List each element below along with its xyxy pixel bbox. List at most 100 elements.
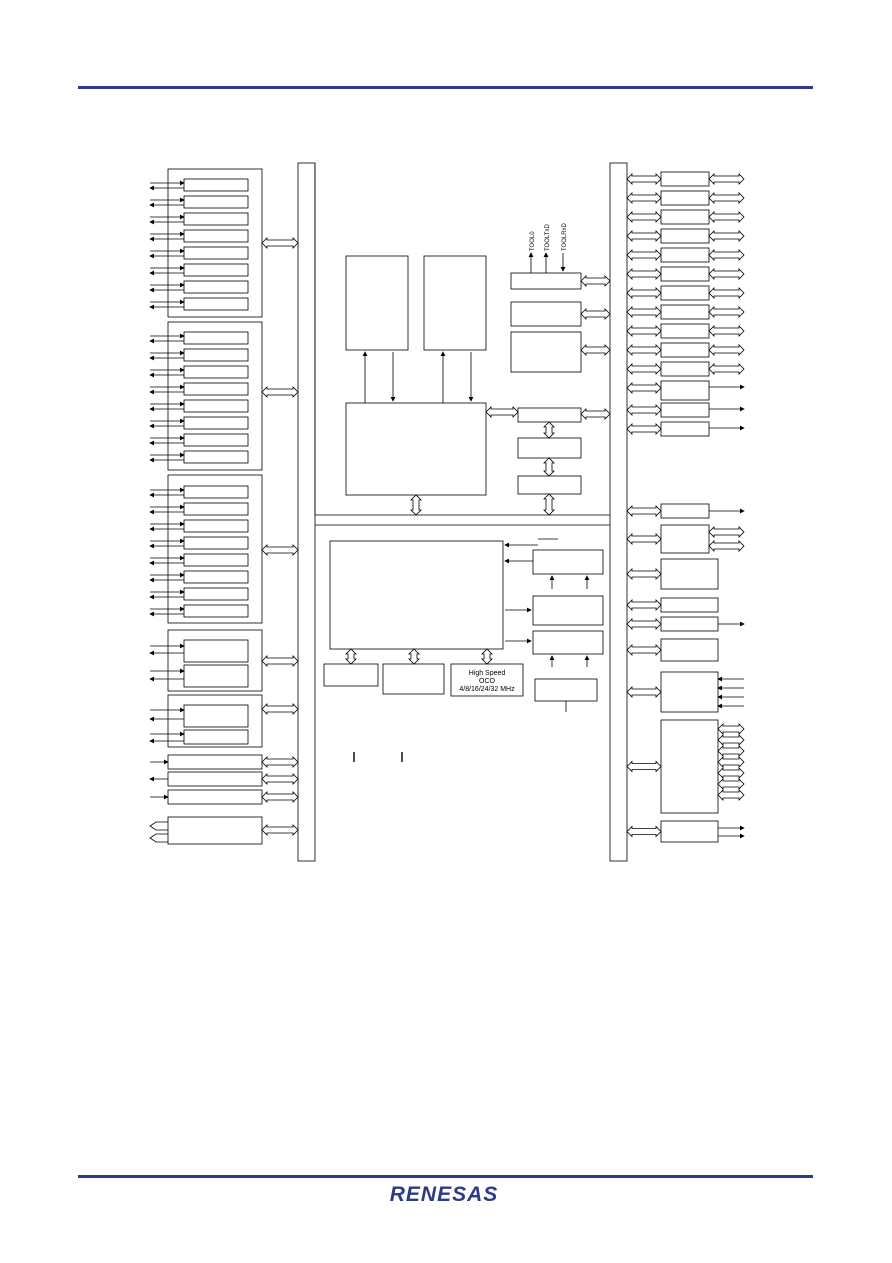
bus-connector-arrow <box>261 824 299 836</box>
external-pin-arrow <box>717 745 745 757</box>
bus-connector-arrow <box>626 404 662 416</box>
header-rule <box>78 86 813 89</box>
right-peripheral-block <box>660 304 710 320</box>
external-pin-arrow <box>708 325 745 337</box>
external-pin-arrow <box>708 211 745 223</box>
oco-label-line-1: High Speed <box>469 670 506 677</box>
bus-connector-arrow <box>626 505 662 517</box>
bus-connector-arrow <box>626 325 662 337</box>
external-pin-arrow <box>708 249 745 261</box>
port-register <box>183 604 249 618</box>
port-register <box>183 348 249 362</box>
upper-core-frame <box>314 163 610 516</box>
port-register <box>183 485 249 499</box>
port-register <box>183 195 249 209</box>
upper-block-2 <box>510 301 582 327</box>
external-pin-arrow <box>717 723 745 735</box>
bus-connector-arrow <box>626 192 662 204</box>
left-port-group-5 <box>149 694 263 748</box>
port-register <box>183 263 249 277</box>
bus-connector-arrow <box>543 421 555 439</box>
right-peripheral-block <box>660 380 710 401</box>
right-peripheral-block <box>660 616 719 632</box>
bus-connector-arrow <box>626 644 662 656</box>
left-bus-connectors <box>261 237 299 836</box>
port-register <box>183 178 249 192</box>
port-register <box>183 553 249 567</box>
upper-block-6 <box>517 475 582 495</box>
left-single-blocks <box>149 754 263 845</box>
bus-connector-arrow <box>408 648 420 665</box>
right-peripheral-block <box>660 361 710 377</box>
bus-connector-arrow <box>626 287 662 299</box>
bus-connector-arrow <box>543 457 555 477</box>
port-register <box>183 536 249 550</box>
right-peripheral-block <box>660 209 710 225</box>
right-peripheral-block <box>660 266 710 282</box>
bus-connector-arrow <box>580 308 611 320</box>
port-register <box>183 433 249 447</box>
lower-clock-block-2 <box>382 663 445 695</box>
bus-connector-arrow <box>481 648 493 665</box>
external-pin-arrow <box>708 526 745 538</box>
pin-label-tooltxd: TOOLTxD <box>545 224 551 251</box>
bus-connector-arrow <box>626 306 662 318</box>
external-pin-arrow <box>708 306 745 318</box>
bus-connector-arrow <box>261 655 299 667</box>
lower-clock-block-1 <box>323 663 379 687</box>
right-peripheral-block <box>660 597 719 613</box>
bus-connector-arrow <box>261 756 299 768</box>
right-peripheral-block <box>660 671 719 713</box>
left-port-group-3 <box>149 474 263 624</box>
memory-block-1 <box>345 255 409 351</box>
bus-connector-arrow <box>261 386 299 398</box>
port-register <box>183 229 249 243</box>
bus-connector-arrow <box>543 493 555 516</box>
bus-connector-arrow <box>626 760 662 773</box>
port-register <box>183 570 249 584</box>
pin-label-tool0: TOOL0 <box>530 231 536 251</box>
bus-connector-arrow <box>410 494 422 516</box>
bus-connector-arrow <box>261 544 299 556</box>
right-peripheral-block <box>660 719 719 814</box>
right-peripheral-block <box>660 558 719 590</box>
memory-cpu-arrows <box>362 351 474 403</box>
footer-rule <box>78 1175 813 1178</box>
right-peripheral-block <box>660 421 710 437</box>
external-pin-arrow <box>717 756 745 768</box>
external-pin-arrow <box>717 789 745 801</box>
bus-connector-arrow <box>626 423 662 435</box>
external-pin-arrow <box>708 540 745 552</box>
bus-connector-arrow <box>626 249 662 261</box>
bus-connector-arrow <box>626 533 662 545</box>
bus-connector-arrow <box>580 275 611 287</box>
port-register <box>183 331 249 345</box>
pin-label-toolrxd: TOOLRxD <box>562 222 568 251</box>
bus-connector-arrow <box>580 344 611 356</box>
external-pin-arrow <box>708 192 745 204</box>
bus-connector-arrow <box>261 791 299 803</box>
upper-block-3 <box>510 331 582 373</box>
bus-connector-arrow <box>626 686 662 698</box>
port-register <box>183 212 249 226</box>
lower-block-3 <box>532 630 604 655</box>
lower-connectors <box>345 538 590 712</box>
upper-block-4 <box>517 407 582 423</box>
port-register <box>183 365 249 379</box>
external-pin-arrow <box>708 363 745 375</box>
right-peripheral-block <box>660 342 710 358</box>
left-internal-bus <box>297 162 316 862</box>
bus-connector-arrow <box>261 237 299 249</box>
bus-connector-arrow <box>485 406 519 418</box>
left-port-group-2 <box>149 321 263 471</box>
oco-label-line-2: OCO <box>479 678 496 685</box>
port-register <box>183 382 249 396</box>
upper-block-5 <box>517 437 582 459</box>
right-peripheral-block <box>660 190 710 206</box>
right-peripheral-block <box>660 402 710 418</box>
lower-main-block <box>329 540 504 650</box>
external-pin-arrow <box>708 173 745 185</box>
bus-connector-arrow <box>626 363 662 375</box>
